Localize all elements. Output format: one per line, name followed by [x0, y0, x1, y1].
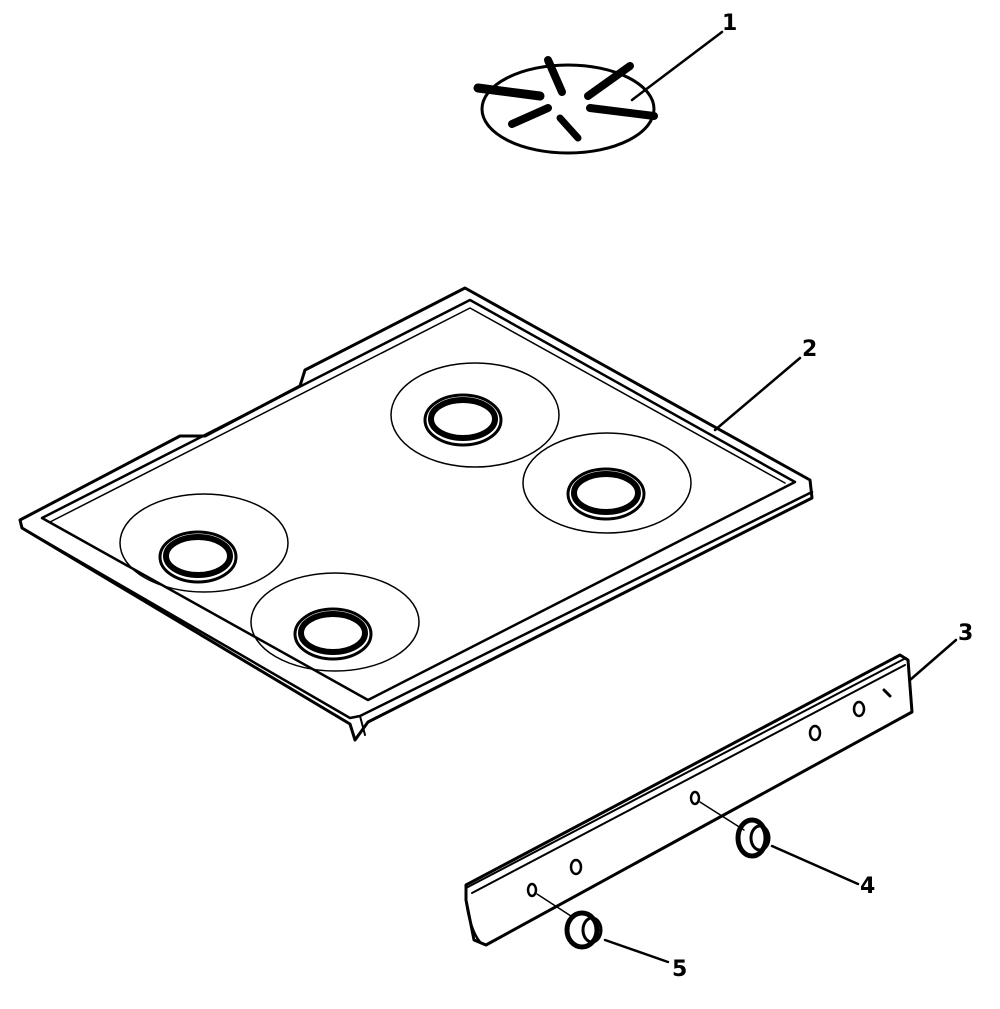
callout-4: 4: [860, 874, 875, 899]
valve-ring-left: [564, 910, 603, 950]
burner-well-right: [522, 432, 692, 534]
callout-1: 1: [722, 11, 737, 36]
burner-well-left: [119, 493, 289, 593]
leader-lines: [536, 30, 958, 964]
leader-line-3: [908, 638, 958, 682]
leader-line-2: [713, 356, 802, 432]
callout-3: 3: [958, 621, 973, 646]
leader-line-4-dash: [699, 801, 745, 831]
burner-grate: [473, 56, 658, 155]
leader-line-5: [603, 938, 670, 964]
burner-well-rear-right: [390, 362, 560, 468]
leader-line-5-dash: [536, 893, 575, 919]
burner-well-front: [250, 572, 420, 672]
leader-line-4: [770, 844, 860, 886]
cooktop: [18, 286, 814, 742]
callout-2: 2: [802, 337, 817, 362]
valve-ring-right: [735, 817, 771, 859]
manifold-panel: [464, 653, 914, 947]
callout-5: 5: [672, 957, 687, 982]
leader-line-1: [630, 30, 724, 102]
